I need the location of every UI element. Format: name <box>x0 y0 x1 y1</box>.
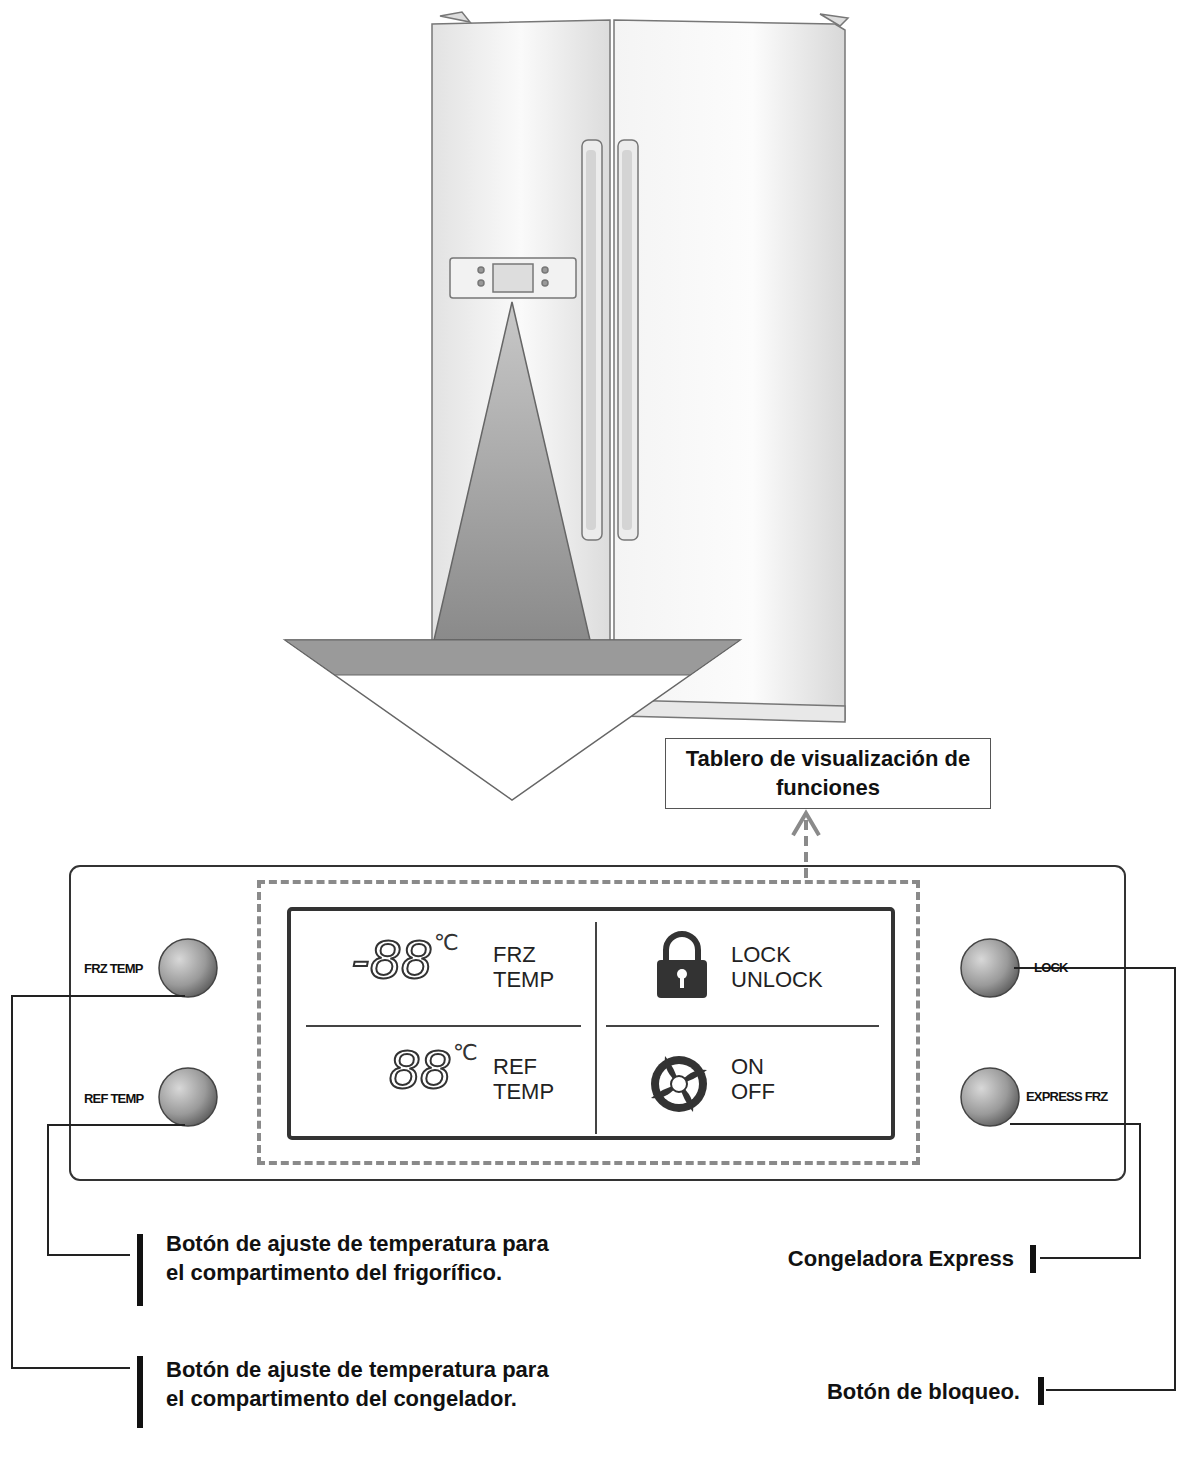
callout-text: Congeladora Express <box>788 1245 1014 1274</box>
callout-text: Botón de bloqueo. <box>827 1378 1020 1407</box>
unit: ℃ <box>453 1042 478 1064</box>
control-panel <box>70 866 1125 1180</box>
lock-icon <box>657 960 707 998</box>
arrowhead <box>793 813 819 835</box>
lock-icon <box>666 934 698 962</box>
zoom-arrow <box>285 302 740 800</box>
button-label: FRZ TEMP <box>84 961 143 978</box>
segment-digits: -88 <box>351 932 432 986</box>
fan-icon <box>671 1076 687 1092</box>
connector-line <box>804 813 808 878</box>
button-label: EXPRESS FRZ <box>1026 1089 1108 1106</box>
unit: ℃ <box>434 932 459 954</box>
callout-text: Botón de ajuste de temperatura para el c… <box>166 1356 561 1413</box>
title-box: Tablero de visualización de funciones <box>665 738 991 809</box>
callout-text: Botón de ajuste de temperatura para el c… <box>166 1230 561 1287</box>
display-label: FRZ TEMP <box>493 942 554 993</box>
temperature-readout: 88℃ <box>389 1042 478 1096</box>
divider <box>306 1025 581 1027</box>
lcd-icons <box>261 884 916 1161</box>
temperature-readout: -88℃ <box>351 932 459 986</box>
fan-icon <box>659 1064 699 1104</box>
divider <box>606 1025 879 1027</box>
display-label: REF TEMP <box>493 1054 554 1105</box>
segment-digits: 88 <box>389 1042 451 1096</box>
divider <box>595 922 597 1134</box>
lock-icon <box>680 976 684 988</box>
display-label: LOCK UNLOCK <box>731 942 823 993</box>
display-label: ON OFF <box>731 1054 775 1105</box>
display-panel: -88℃88℃FRZ TEMPLOCK UNLOCKREF TEMPON OFF <box>257 880 920 1165</box>
button-label: LOCK <box>1034 960 1068 977</box>
refrigerator <box>432 12 848 722</box>
fan-icon <box>651 1056 707 1112</box>
dashed-connector <box>793 813 819 878</box>
box-label: Tablero de visualización de funciones <box>674 745 982 802</box>
button-label: REF TEMP <box>84 1091 143 1108</box>
